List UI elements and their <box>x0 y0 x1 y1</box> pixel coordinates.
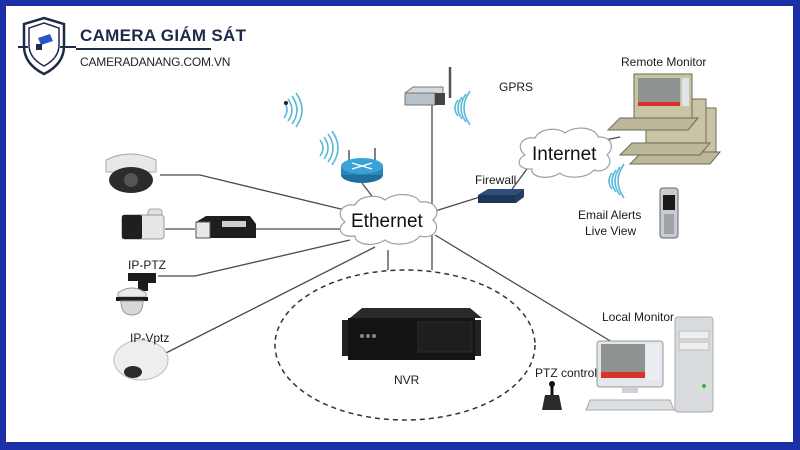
internet-cloud <box>518 127 612 178</box>
nvr-label: NVR <box>394 373 420 387</box>
bullet-camera-icon <box>121 208 165 240</box>
nvr-zone <box>274 269 536 421</box>
edge-ptz-ethernet <box>158 239 351 277</box>
live-view-label: Live View <box>585 224 637 238</box>
email-alerts-label: Email Alerts <box>578 208 642 222</box>
mobile-phone-icon <box>659 187 679 239</box>
brand-divider <box>76 48 211 50</box>
vptz-camera-icon <box>113 339 169 381</box>
ptz-control-label: PTZ control <box>535 366 598 380</box>
edge-vptz-ethernet <box>159 246 376 357</box>
gprs-modem-icon <box>404 67 452 106</box>
local-monitor-label: Local Monitor <box>602 310 675 324</box>
ptz-camera-icon <box>116 273 156 316</box>
gprs-label: GPRS <box>499 80 534 94</box>
video-encoder-icon <box>195 216 256 239</box>
desktop-tower-icon <box>674 316 714 413</box>
edge-ethernet-firewall <box>431 196 481 213</box>
nvr-device-icon <box>342 308 482 360</box>
ethernet-label: Ethernet <box>351 211 423 232</box>
brand-url: CAMERADANANG.COM.VN <box>80 55 231 69</box>
edge-ethernet-local <box>434 234 613 343</box>
wireless-signal-icon <box>283 90 625 199</box>
firewall-icon <box>478 189 524 203</box>
brand-title: CAMERA GIÁM SÁT <box>80 26 247 45</box>
local-monitor-icon <box>585 340 675 411</box>
ptz-joystick-icon <box>542 381 562 410</box>
shield-camera-icon <box>18 16 76 76</box>
remote-monitor-label: Remote Monitor <box>621 55 707 69</box>
firewall-label: Firewall <box>475 173 517 187</box>
ethernet-cloud <box>339 194 438 245</box>
ip-ptz-label: IP-PTZ <box>128 258 166 272</box>
internet-label: Internet <box>532 144 597 165</box>
dome-camera-icon <box>105 153 157 193</box>
remote-monitor-icon <box>606 73 722 165</box>
wireless-router-icon <box>341 148 383 183</box>
wireless-source-dot <box>284 101 288 105</box>
ip-vptz-label: IP-Vptz <box>130 331 170 345</box>
edge-dome-ethernet <box>160 174 346 211</box>
